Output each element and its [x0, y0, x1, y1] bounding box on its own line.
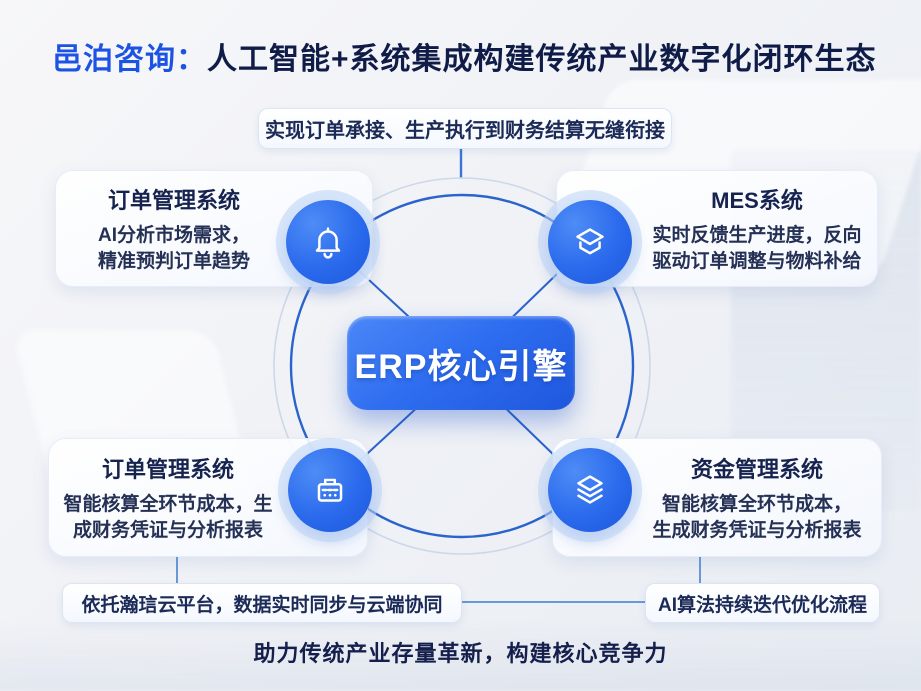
page-title: 邑泊咨询：人工智能+系统集成构建传统产业数字化闭环生态 [52, 34, 877, 78]
erp-core-label: ERP核心引擎 [354, 347, 568, 386]
card-title: 订单管理系统 [101, 457, 234, 483]
card-description: 智能核算全环节成本， 生成财务凭证与分析报表 [652, 492, 861, 542]
page-title-brand: 邑泊咨询： [52, 43, 207, 76]
subtitle-pill: 实现订单承接、生产执行到财务结算无缝衔接 [258, 108, 672, 149]
card-description: 智能核算全环节成本，生 成财务凭证与分析报表 [63, 492, 272, 542]
card-title: MES系统 [711, 188, 803, 214]
stack-box-icon [576, 228, 604, 255]
bell-icon [315, 227, 341, 259]
card-description-line: 智能核算全环节成本，生 [63, 494, 273, 516]
bottom-slogan: 助力传统产业存量革新，构建核心竞争力 [253, 641, 668, 666]
badge-mes-system [548, 200, 632, 284]
layers-icon [577, 475, 603, 504]
card-description-line: 生成财务凭证与分析报表 [652, 519, 862, 541]
footnote-cloud-platform-label: 依托瀚琂云平台，数据实时同步与云端协同 [81, 594, 443, 616]
card-description-line: 智能核算全环节成本， [661, 494, 852, 516]
card-description-line: 精准预判订单趋势 [97, 250, 250, 272]
page-title-main: 人工智能+系统集成构建传统产业数字化闭环生态 [207, 43, 877, 76]
footnote-ai-optimization-label: AI算法持续迭代优化流程 [657, 594, 867, 616]
badge-order-management-top [286, 200, 370, 284]
card-description-line: 驱动订单调整与物料补给 [652, 250, 862, 272]
card-description: 实时反馈生产进度，反向 驱动订单调整与物料补给 [652, 223, 861, 273]
badge-funds-management [548, 448, 632, 532]
badge-order-management-bottom [288, 448, 372, 532]
card-title: 订单管理系统 [107, 188, 240, 214]
erp-core-box: ERP核心引擎 [347, 316, 575, 410]
cash-register-icon [317, 478, 343, 502]
footnote-ai-optimization: AI算法持续迭代优化流程 [645, 583, 880, 623]
card-description-line: 实时反馈生产进度，反向 [652, 225, 862, 247]
card-description-line: 成财务凭证与分析报表 [72, 519, 263, 541]
footnote-cloud-platform: 依托瀚琂云平台，数据实时同步与云端协同 [62, 583, 462, 623]
card-title: 资金管理系统 [690, 457, 823, 483]
card-description-line: AI分析市场需求， [97, 225, 250, 247]
subtitle-pill-label: 实现订单承接、生产执行到财务结算无缝衔接 [265, 120, 665, 142]
card-description: AI分析市场需求， 精准预判订单趋势 [98, 223, 250, 273]
